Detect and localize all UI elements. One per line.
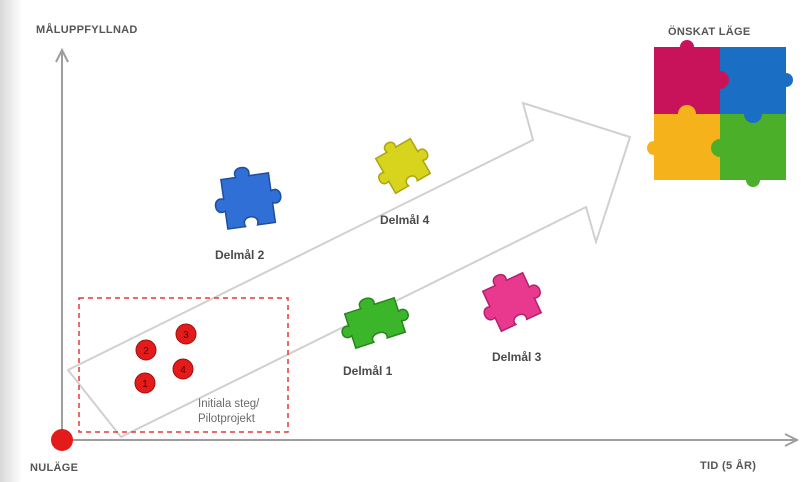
background-shade	[0, 0, 22, 482]
puzzle-piece-icon	[481, 271, 543, 333]
y-axis-arrowhead-icon	[55, 47, 69, 63]
puzzle-piece-icon	[341, 296, 409, 350]
step-circle-4	[172, 358, 194, 380]
initial-steps-line2: Pilotprojekt	[198, 413, 255, 425]
initial-steps-line1: Initiala steg/	[198, 398, 260, 410]
step-circle-2	[135, 339, 157, 361]
step-circle-1	[134, 372, 156, 394]
target-label: ÖNSKAT LÄGE	[668, 26, 751, 38]
puzzle-piece-icon	[374, 137, 432, 195]
puzzle-piece-icon	[214, 166, 282, 230]
x-axis-arrowhead-icon	[784, 433, 800, 447]
origin-dot	[51, 429, 73, 451]
y-axis-label: MÅLUPPFYLLNAD	[36, 24, 138, 36]
step-number: 1	[142, 379, 148, 390]
target-piece-yellow	[654, 114, 720, 180]
target-piece-blue	[720, 47, 786, 114]
target-piece-green	[720, 114, 786, 180]
initial-step-circles: 2 3 4 1	[134, 323, 197, 394]
target-piece-magenta	[654, 47, 720, 114]
step-number: 4	[180, 365, 186, 376]
origin-label: NULÄGE	[30, 462, 79, 474]
step-number: 3	[183, 330, 189, 341]
goal-label-1: Delmål 1	[343, 364, 393, 378]
x-axis-label: TID (5 ÅR)	[700, 460, 757, 472]
initial-steps-label: Initiala steg/ Pilotprojekt	[198, 397, 259, 427]
step-number: 2	[143, 346, 149, 357]
goal-label-2: Delmål 2	[215, 248, 265, 262]
progress-arrow	[66, 101, 632, 439]
goal-label-3: Delmål 3	[492, 350, 542, 364]
step-circle-3	[175, 323, 197, 345]
target-puzzle-icon	[647, 40, 793, 187]
goal-label-4: Delmål 4	[380, 213, 430, 227]
